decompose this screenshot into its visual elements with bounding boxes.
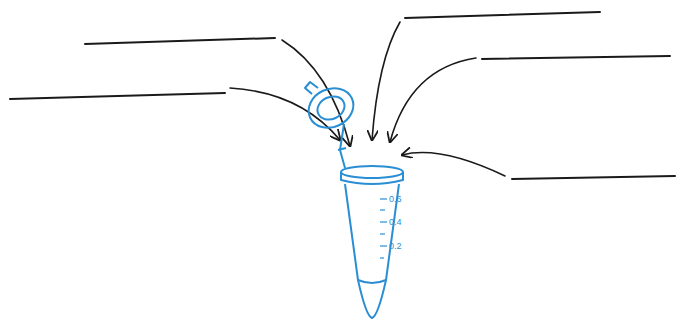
graduation-number: 0.2 <box>389 241 402 251</box>
microcentrifuge-tube <box>302 81 403 318</box>
leader-arrows <box>230 22 505 176</box>
graduation-number: 0.6 <box>389 194 402 204</box>
blank-label-lines <box>10 12 675 179</box>
graduation-ticks <box>380 199 387 258</box>
graduation-number: 0.4 <box>389 217 402 227</box>
